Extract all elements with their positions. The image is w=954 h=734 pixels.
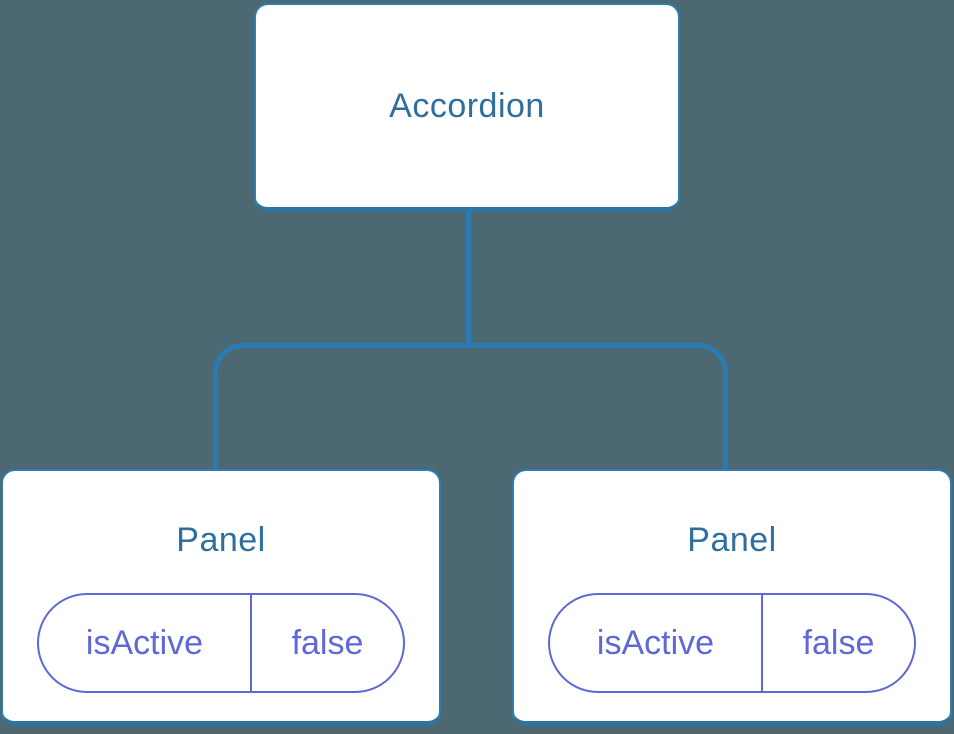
tree-node-accordion: Accordion: [254, 3, 680, 212]
state-value-label: false: [802, 623, 875, 662]
panel-node-label: Panel: [687, 521, 777, 559]
state-pill: isActive false: [37, 593, 405, 693]
connector-bracket: [213, 343, 728, 469]
state-pill: isActive false: [548, 593, 916, 693]
state-key-label: isActive: [550, 595, 763, 691]
connector-stem-line: [466, 211, 471, 345]
state-key-label: isActive: [39, 595, 252, 691]
panel-node-label: Panel: [176, 521, 266, 559]
tree-node-panel-1: Panel isActive false: [1, 469, 441, 726]
accordion-node-label: Accordion: [389, 86, 545, 125]
tree-node-panel-2: Panel isActive false: [512, 469, 952, 726]
state-value-label: false: [291, 623, 364, 662]
